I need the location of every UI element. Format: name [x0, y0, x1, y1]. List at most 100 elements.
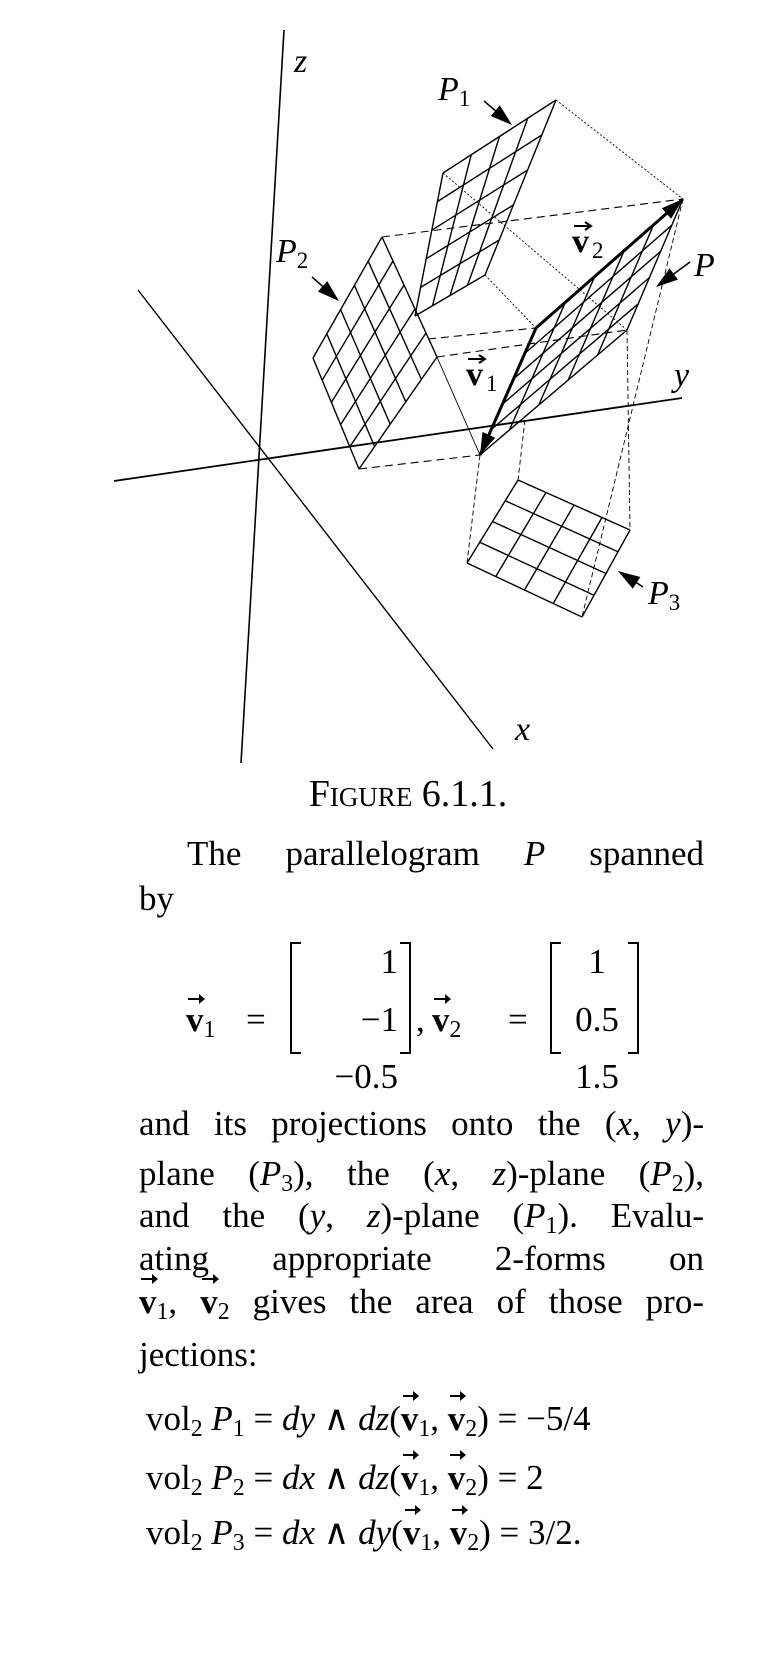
- matrix-cell: −1: [360, 1000, 398, 1039]
- text-run: =: [244, 1458, 282, 1497]
- text-run: )-: [680, 1104, 705, 1143]
- text-run: )-plane (: [506, 1154, 651, 1193]
- p2-grid-line: [340, 308, 416, 425]
- math-variable: dz: [358, 1399, 390, 1438]
- projection-line: [517, 419, 526, 481]
- subscript: 2: [232, 1474, 245, 1501]
- text-run: ,: [325, 1196, 367, 1235]
- text-run: ,: [432, 1513, 450, 1552]
- projection-line: [358, 454, 481, 470]
- caption-line: ating appropriate 2-forms on: [139, 1237, 704, 1280]
- text-run: and the (: [139, 1196, 310, 1235]
- text-run: jections:: [139, 1335, 258, 1374]
- p-label: P: [693, 247, 715, 284]
- p1-grid-line: [437, 134, 543, 203]
- p3-label: P3: [647, 575, 680, 615]
- p2-grid-line: [358, 356, 438, 470]
- math-variable: dz: [358, 1458, 390, 1497]
- svg-text:v: v: [572, 223, 589, 260]
- v2-arrow: [535, 197, 684, 330]
- p3-grid-line: [479, 541, 595, 596]
- text-run: ),: [683, 1154, 704, 1193]
- p3-grid-line: [517, 479, 631, 531]
- p1-pointer-head: [490, 105, 512, 125]
- math-variable: dx: [281, 1458, 315, 1497]
- p2-grid-line: [381, 236, 438, 358]
- v1-symbol: v1: [186, 994, 216, 1043]
- text-run: =: [244, 1399, 282, 1438]
- p1-grid-line: [466, 118, 529, 286]
- vector-symbol: v: [400, 1391, 419, 1438]
- p1-grid-line: [414, 274, 486, 317]
- matrix-cell: −0.5: [334, 1057, 399, 1096]
- x-axis: [137, 289, 494, 750]
- text-run: vol: [146, 1399, 191, 1438]
- p2-grid-line: [367, 260, 423, 380]
- p2-grid-line: [339, 309, 391, 425]
- subscript: 2: [465, 1415, 478, 1442]
- subscript: 2: [467, 1529, 480, 1556]
- v2-symbol: v2: [432, 994, 462, 1043]
- caption-line: and its projections onto the (x, y)-: [139, 1102, 704, 1145]
- math-variable: dy: [281, 1399, 315, 1438]
- subscript: 1: [418, 1415, 431, 1442]
- subscript: 1: [420, 1529, 433, 1556]
- vector-symbol: v: [400, 1450, 419, 1497]
- text-run: (: [391, 1513, 403, 1552]
- projection-line: [436, 356, 481, 456]
- right-bracket: [400, 942, 411, 1054]
- x-axis-label: x: [514, 711, 530, 748]
- math-variable: dy: [358, 1513, 392, 1552]
- p1-grid-line: [420, 239, 500, 288]
- subscript: 2: [217, 1298, 230, 1325]
- p-pointer-head: [656, 268, 678, 287]
- text-run: ∧: [314, 1399, 359, 1438]
- parallelogram-projection-figure: z y x P1 P2 P3 P v 2 v 1: [113, 29, 715, 764]
- text-run: vol: [146, 1458, 191, 1497]
- projection-line: [555, 99, 684, 200]
- subscript: 3: [232, 1529, 245, 1556]
- subscript: 1: [156, 1298, 169, 1325]
- equation-vol-p2: vol2 P2 = dx ∧ dz(v1, v2) = 2: [146, 1450, 711, 1510]
- p1-grid-line: [431, 169, 528, 231]
- p1-grid-line: [414, 172, 444, 317]
- subscript: 3: [281, 1170, 294, 1197]
- p2-grid-line: [349, 332, 427, 448]
- math-variable: z: [366, 1196, 381, 1235]
- vector-symbol: v: [447, 1450, 466, 1497]
- z-axis-label: z: [293, 43, 307, 80]
- comma: ,: [416, 1000, 425, 1039]
- caption-line: plane (P3), the (x, z)-plane (P2),: [139, 1152, 704, 1206]
- matrix-cell: 0.5: [575, 1000, 619, 1039]
- p2-grid-line: [321, 260, 394, 381]
- text-run: and its projections onto the (: [139, 1104, 617, 1143]
- p2-grid-line: [353, 285, 407, 403]
- text-run: spanned: [545, 834, 704, 873]
- text-run: ). Evalu-: [557, 1196, 705, 1235]
- text-run: =: [244, 1513, 282, 1552]
- equals-sign: =: [508, 1000, 528, 1039]
- text-run: (: [389, 1458, 401, 1497]
- text-run: ,: [430, 1399, 448, 1438]
- text-run: ating appropriate 2-forms on: [139, 1239, 704, 1278]
- p2-pointer-head: [317, 281, 339, 301]
- caption-line: and the (y, z)-plane (P1). Evalu-: [139, 1194, 704, 1248]
- projection-line: [466, 454, 481, 564]
- figure-caption-title: Figure 6.1.1.: [308, 773, 508, 815]
- projection-line: [436, 329, 628, 358]
- p1-grid-line: [425, 204, 514, 260]
- p2-grid-line: [312, 357, 360, 470]
- text-run: ) = 2: [477, 1458, 544, 1497]
- subscript: 2: [465, 1474, 478, 1501]
- p1-label: P1: [437, 71, 470, 111]
- text-run: ∧: [314, 1513, 359, 1552]
- p2-grid-line: [330, 284, 405, 403]
- caption-line: by: [139, 877, 704, 920]
- equation-vol-p3: vol2 P3 = dx ∧ dy(v1, v2) = 3/2.: [146, 1505, 711, 1565]
- v1-label: v 1: [466, 354, 498, 396]
- right-bracket: [628, 942, 639, 1054]
- subscript: 1: [418, 1474, 431, 1501]
- p1-grid-line: [431, 154, 472, 306]
- equals-sign: =: [246, 1000, 266, 1039]
- caption-line: The parallelogram P spanned: [187, 832, 704, 875]
